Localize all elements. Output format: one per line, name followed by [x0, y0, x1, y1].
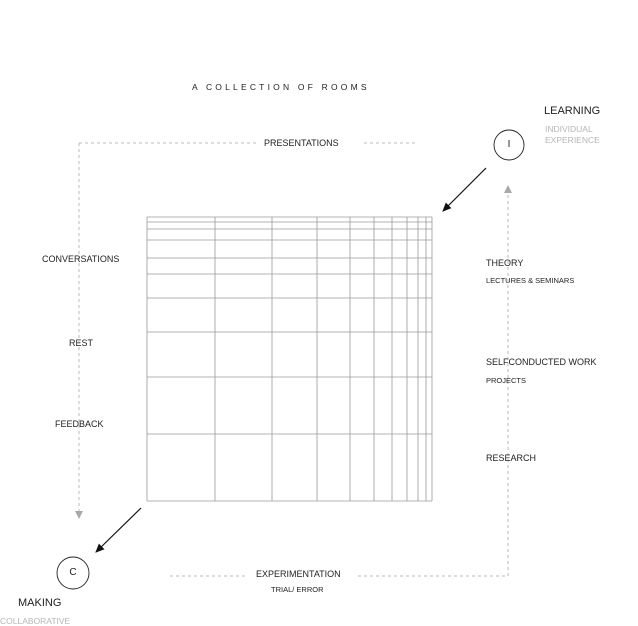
learning-circle	[493, 129, 525, 161]
presentations-label: PRESENTATIONS	[264, 138, 339, 148]
learning-circle-letter: I	[507, 139, 511, 150]
theory-sub: LECTURES & SEMINARS	[486, 276, 575, 285]
learning-sub-line1: INDIVIDUAL	[545, 124, 593, 134]
making-circle	[56, 556, 90, 590]
dashed-paths	[75, 142, 512, 577]
selfconducted-work-label: SELFCONDUCTED WORK	[486, 357, 597, 367]
grid-to-making-arrow	[95, 507, 142, 553]
making-sub-line1: COLLABORATIVE	[0, 616, 71, 626]
learning-sub-line2: EXPERIENCE	[545, 135, 600, 145]
feedback-label: FEEDBACK	[55, 419, 104, 429]
rest-label: REST	[69, 338, 94, 348]
theory-label: THEORY	[486, 258, 524, 268]
making-circle-letter: C	[69, 567, 77, 578]
conversations-label: CONVERSATIONS	[42, 254, 120, 264]
room-grid	[146, 216, 433, 502]
projects-sub: PROJECTS	[486, 376, 527, 385]
making-label: MAKING	[18, 597, 62, 609]
trial-error-sub: TRIAL/ ERROR	[271, 585, 324, 594]
learning-label: LEARNING	[544, 105, 601, 117]
diagram-title: A COLLECTION OF ROOMS	[192, 82, 370, 92]
experimentation-label: EXPERIMENTATION	[256, 569, 341, 579]
learning-to-grid-arrow	[442, 167, 487, 212]
research-label: RESEARCH	[486, 453, 537, 463]
